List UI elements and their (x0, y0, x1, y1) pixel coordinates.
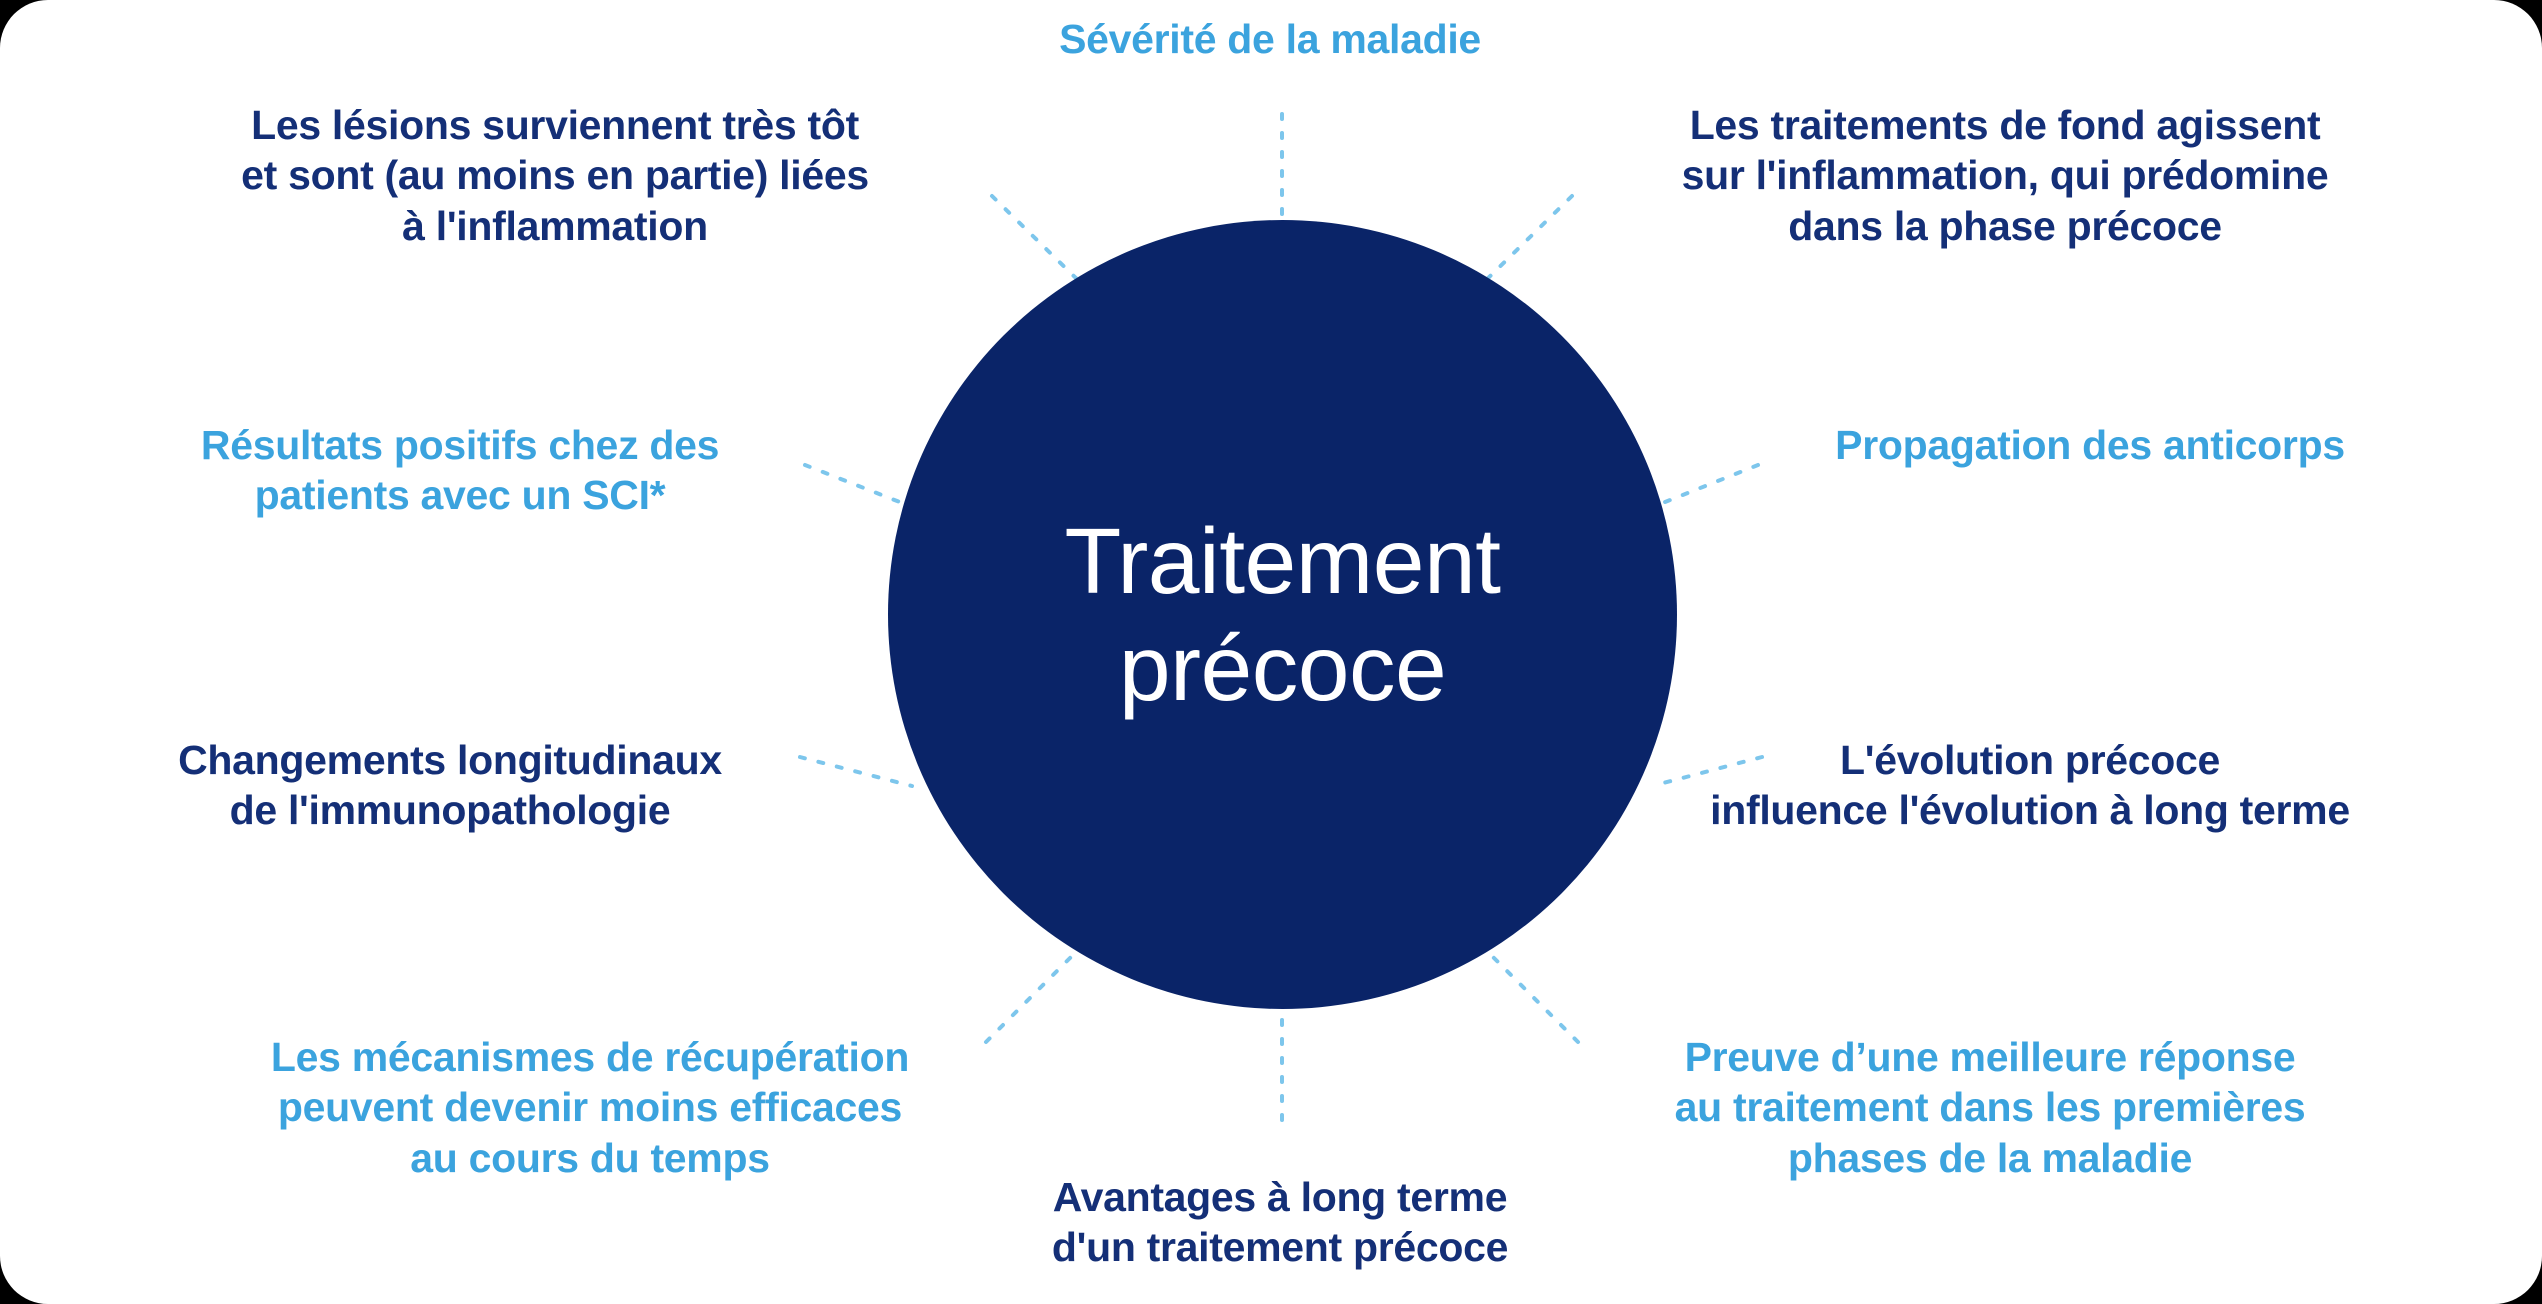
node-preuve-meilleure-reponse[interactable]: Preuve d’une meilleure réponse au traite… (1674, 1034, 2306, 1181)
connector-antibody (1648, 463, 1760, 510)
node-mecanismes-de-recuperation[interactable]: Les mécanismes de récupération peuvent d… (270, 1034, 910, 1181)
hub-circle: Traitement précoce (888, 220, 1677, 1009)
connector-longitudinal (798, 755, 914, 788)
node-evolution-precoce[interactable]: L'évolution précoce influence l'évolutio… (1710, 737, 2350, 834)
hub-label: Traitement précoce (1064, 508, 1501, 720)
connector-repair (984, 944, 1084, 1044)
node-propagation-des-anticorps[interactable]: Propagation des anticorps (1835, 422, 2345, 468)
node-lesions-surviennent-tot[interactable]: Les lésions surviennent très tôt et sont… (241, 102, 869, 249)
node-resultats-positifs-sci[interactable]: Résultats positifs chez des patients ave… (200, 422, 720, 519)
node-traitements-de-fond[interactable]: Les traitements de fond agissent sur l'i… (1681, 102, 2329, 249)
connector-response (1480, 944, 1580, 1044)
node-avantages-long-terme[interactable]: Avantages à long terme d'un traitement p… (1051, 1174, 1509, 1271)
connector-dmards (1476, 194, 1574, 290)
node-severite-de-la-maladie[interactable]: Sévérité de la maladie (1059, 16, 1481, 62)
connector-lesions (990, 194, 1088, 290)
connector-sci (803, 463, 917, 510)
node-changements-longitudinaux[interactable]: Changements longitudinaux de l'immunopat… (178, 737, 722, 834)
